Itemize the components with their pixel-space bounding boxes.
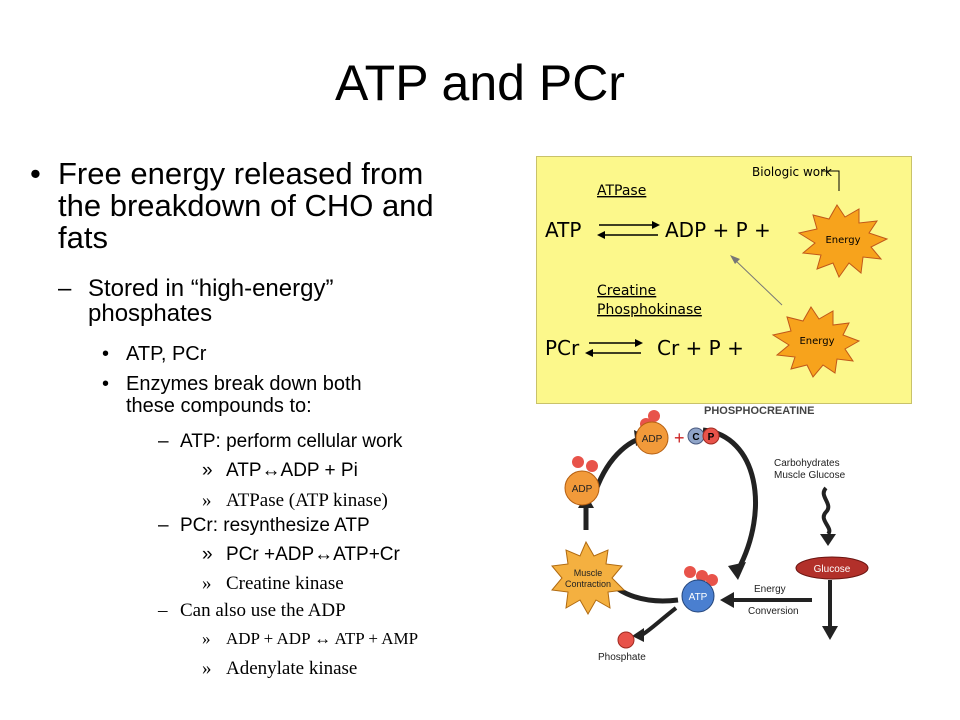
bullet-line: Creatine kinase xyxy=(226,573,344,594)
bullet-line: these compounds to: xyxy=(126,395,312,417)
bullet-line: Free energy released from xyxy=(58,156,424,191)
bullet-marker: • xyxy=(102,343,110,365)
cycle-arc-right xyxy=(702,427,758,572)
bullet-line: ATP↔ADP + Pi xyxy=(226,460,358,481)
phosphokinase-label: Phosphokinase xyxy=(597,302,702,318)
bullet-item: • Enzymes break down both these compound… xyxy=(102,373,502,417)
bullet-item: » Adenylate kinase xyxy=(202,658,522,680)
contraction-label: Contraction xyxy=(565,579,611,589)
energy-label: Energy xyxy=(825,235,860,246)
bullet-line: ATP, PCr xyxy=(126,343,207,365)
reaction-svg: Biologic work ATPase ATP ADP + P + Energ… xyxy=(545,165,889,378)
conversion-label: Conversion xyxy=(748,606,799,617)
p-label: P xyxy=(708,432,715,443)
energy-label: Energy xyxy=(799,336,834,347)
bullet-line: ATP: perform cellular work xyxy=(180,431,403,452)
arrowhead-icon xyxy=(728,562,746,580)
reversible-arrow-icon xyxy=(597,221,660,239)
bullet-item: » PCr +ADP↔ATP+Cr xyxy=(202,544,522,566)
reversible-arrow-icon xyxy=(585,339,643,357)
phosphate-label: Phosphate xyxy=(598,652,646,663)
bullet-marker: » xyxy=(202,544,213,565)
atp-label: ATP xyxy=(545,218,581,242)
bullet-item: » Creatine kinase xyxy=(202,573,522,595)
creatine-label: Creatine xyxy=(597,283,656,299)
energy-burst-icon: Energy xyxy=(797,204,889,279)
bullet-item: • ATP, PCr xyxy=(102,343,502,365)
bullet-line: PCr +ADP↔ATP+Cr xyxy=(226,544,400,565)
bullet-item: – Can also use the ADP xyxy=(158,600,518,622)
arrowhead-icon xyxy=(720,592,734,608)
muscle-label: Muscle xyxy=(574,568,603,578)
creatine-phosphate-molecule: C P xyxy=(687,427,720,445)
atp-pcr-reaction-diagram: Biologic work ATPase ATP ADP + P + Energ… xyxy=(536,156,912,404)
bullet-marker: » xyxy=(202,490,212,511)
atp-molecule: ATP xyxy=(681,566,718,613)
bullet-line: Can also use the ADP xyxy=(180,600,346,621)
muscle-contraction-burst-icon: Muscle Contraction xyxy=(551,540,626,616)
bullet-item: • Free energy released from the breakdow… xyxy=(30,158,510,254)
phosphocreatine-heading: PHOSPHOCREATINE xyxy=(704,405,814,417)
bullet-marker: » xyxy=(202,629,211,648)
atp-label: ATP xyxy=(689,592,708,603)
bullet-item: – PCr: resynthesize ATP xyxy=(158,515,518,537)
slide-title: ATP and PCr xyxy=(335,55,625,111)
bullet-marker: – xyxy=(158,515,169,536)
arrowhead-icon xyxy=(632,628,644,642)
bullet-item: – Stored in “high-energy” phosphates xyxy=(58,276,498,326)
adp-p-label: ADP + P + xyxy=(665,218,771,242)
biologic-work-label: Biologic work xyxy=(752,165,832,179)
bullet-item: » ATPase (ATP kinase) xyxy=(202,490,522,512)
atpase-label: ATPase xyxy=(597,183,646,199)
bullet-item: – ATP: perform cellular work xyxy=(158,431,518,453)
bullet-line: phosphates xyxy=(88,300,213,327)
adp-molecule-left: ADP xyxy=(564,456,600,506)
adp-molecule-top: ADP xyxy=(635,410,669,455)
energy-label: Energy xyxy=(754,584,786,595)
carbohydrates-label: Carbohydrates xyxy=(774,458,840,469)
plus-sign: + xyxy=(674,428,685,448)
adp-top-label: ADP xyxy=(642,434,663,445)
squiggle-arrow xyxy=(821,486,832,536)
bullet-line: ATPase (ATP kinase) xyxy=(226,490,388,511)
pcr-label: PCr xyxy=(545,336,580,360)
cr-p-label: Cr + P + xyxy=(657,336,744,360)
bullet-line: the breakdown of CHO and xyxy=(58,188,434,223)
phosphate-release-arrow xyxy=(639,606,678,638)
energy-burst-icon: Energy xyxy=(771,306,861,378)
arrowhead-icon xyxy=(820,534,836,546)
energy-transfer-arrow xyxy=(733,258,783,306)
glucose-capsule xyxy=(795,556,869,580)
bullet-marker: » xyxy=(202,658,212,679)
bullet-marker: – xyxy=(58,275,72,302)
bullet-marker: » xyxy=(202,573,212,594)
phosphocreatine-cycle-diagram: PHOSPHOCREATINE ADP + C P ADP xyxy=(548,400,880,670)
bullet-marker: • xyxy=(30,156,41,191)
muscle-glucose-label: Muscle Glucose xyxy=(774,470,846,481)
glucose-label: Glucose xyxy=(814,564,851,575)
bullet-item: » ATP↔ADP + Pi xyxy=(202,460,522,482)
cycle-svg: PHOSPHOCREATINE ADP + C P ADP xyxy=(551,405,869,663)
phosphate-molecule xyxy=(617,631,635,649)
adp-left-label: ADP xyxy=(572,484,593,495)
bullet-marker: – xyxy=(158,600,168,621)
bullet-line: Enzymes break down both xyxy=(126,373,362,395)
c-label: C xyxy=(692,432,699,443)
bullet-line: PCr: resynthesize ATP xyxy=(180,515,370,536)
bullet-marker: • xyxy=(102,373,110,395)
arrowhead-icon xyxy=(822,626,838,640)
cycle-arc-left xyxy=(593,435,644,491)
arrowhead-icon xyxy=(730,255,740,264)
bullet-line: ADP + ADP ↔ ATP + AMP xyxy=(226,629,419,648)
bullet-line: Adenylate kinase xyxy=(226,658,358,679)
bullet-item: » ADP + ADP ↔ ATP + AMP xyxy=(202,628,522,650)
bullet-line: Stored in “high-energy” xyxy=(88,275,334,302)
bullet-line: fats xyxy=(58,220,108,255)
bullet-marker: » xyxy=(202,460,213,481)
biologic-work-connector xyxy=(822,170,840,191)
bullet-marker: – xyxy=(158,431,169,452)
